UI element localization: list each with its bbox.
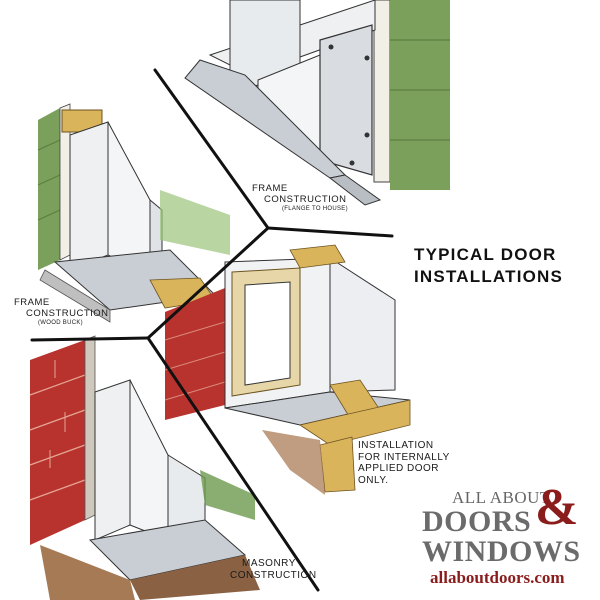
separator-lines [30, 68, 394, 592]
label-frame-wood-note: (WOOD BUCK) [38, 319, 83, 326]
label-frame-flange-note: (FLANGE TO HOUSE) [282, 205, 348, 212]
brand-url: allaboutdoors.com [430, 568, 565, 587]
title-line-1: TYPICAL DOOR [414, 245, 557, 264]
brand-ampersand: & [535, 479, 579, 536]
label-frame-wood: FRAME CONSTRUCTION (WOOD BUCK) [14, 297, 109, 327]
wood-buck-illustration [37, 103, 230, 323]
title-line-2: INSTALLATIONS [414, 267, 564, 287]
label-internal: INSTALLATION FOR INTERNALLY APPLIED DOOR… [358, 440, 450, 486]
brand-line-2: DOORS [422, 505, 532, 538]
label-internal-line3: APPLIED DOOR [358, 463, 440, 474]
diagram-title: TYPICAL DOOR INSTALLATIONS [414, 244, 563, 288]
label-internal-line2: FOR INTERNALLY [358, 451, 450, 463]
label-internal-line1: INSTALLATION [358, 440, 434, 451]
label-internal-line4: ONLY. [358, 474, 389, 486]
internal-illustration [164, 244, 411, 495]
brand-line-3: WINDOWS [422, 535, 581, 568]
label-masonry-line2: CONSTRUCTION [230, 569, 317, 581]
label-frame-wood-line2: CONSTRUCTION [26, 307, 109, 319]
label-frame-wood-line1: FRAME [14, 297, 50, 308]
brand-line-1: ALL ABOUT [452, 488, 551, 507]
label-frame-flange-line2: CONSTRUCTION [264, 193, 347, 205]
flange-illustration [184, 0, 450, 206]
label-masonry: MASONRY CONSTRUCTION [230, 558, 317, 581]
label-frame-flange: FRAME CONSTRUCTION (FLANGE TO HOUSE) [252, 183, 348, 213]
label-masonry-line1: MASONRY [242, 558, 296, 569]
label-frame-flange-line1: FRAME [252, 183, 288, 194]
masonry-illustration [29, 335, 260, 600]
